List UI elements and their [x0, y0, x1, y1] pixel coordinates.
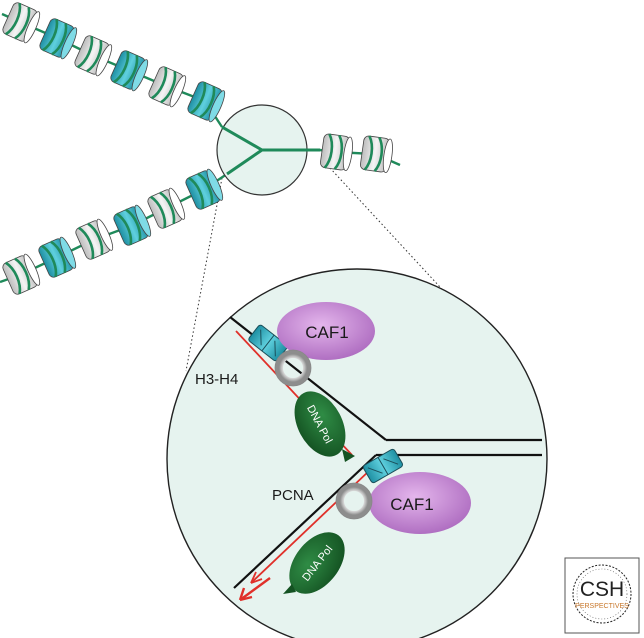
nucleosome-icon: [39, 18, 78, 60]
nucleosome-icon: [2, 2, 41, 44]
nucleosome-icon: [110, 50, 149, 92]
nucleosome-icon: [75, 218, 114, 260]
zoom-circle: [166, 268, 548, 638]
nucleosome-icon: [360, 135, 393, 174]
parental-chromatin-arm: [319, 133, 401, 174]
pcna-ring-bottom: [336, 483, 372, 519]
nucleosome-icon: [320, 133, 353, 172]
logo-title: CSH: [580, 578, 624, 601]
nucleosome-icon: [147, 187, 186, 229]
nucleosome-icon: [113, 204, 152, 246]
zoom-guide-left: [185, 177, 223, 372]
pcna-ring-top: [275, 350, 311, 386]
nucleosome-icon: [148, 66, 187, 108]
new-strand-arrow-icon: [250, 571, 263, 584]
upper-chromatin-arm: [1, 2, 226, 128]
histone-h3h4-top: [248, 324, 288, 362]
dna-pol-bottom-arrow-icon: [283, 584, 296, 594]
replication-fork-lines: [221, 125, 320, 176]
caf1-bottom-label: CAF1: [390, 495, 433, 514]
caf1-top-label: CAF1: [305, 323, 348, 342]
nucleosome-icon: [2, 253, 41, 295]
nucleosome-icon: [185, 168, 224, 210]
nucleosome-icon: [187, 81, 226, 123]
csh-perspectives-logo: CSH PERSPECTIVES: [564, 557, 640, 634]
caf1-bottom: [369, 472, 471, 534]
nucleosome-icon: [74, 35, 113, 77]
nucleosome-icon: [38, 236, 77, 278]
h3h4-label: H3-H4: [195, 371, 238, 388]
dna-pol-top: DNA Pol: [294, 391, 346, 457]
dna-pol-bottom: DNA Pol: [289, 532, 345, 594]
pcna-label: PCNA: [272, 487, 314, 504]
dna-pol-top-arrow-icon: [342, 449, 355, 462]
histone-h3h4-bottom: [363, 448, 403, 484]
caf1-top: [277, 302, 375, 360]
leading-strand-arrow-icon: [238, 587, 253, 602]
lower-chromatin-arm: [0, 168, 228, 295]
logo-subtitle: PERSPECTIVES: [575, 603, 629, 610]
